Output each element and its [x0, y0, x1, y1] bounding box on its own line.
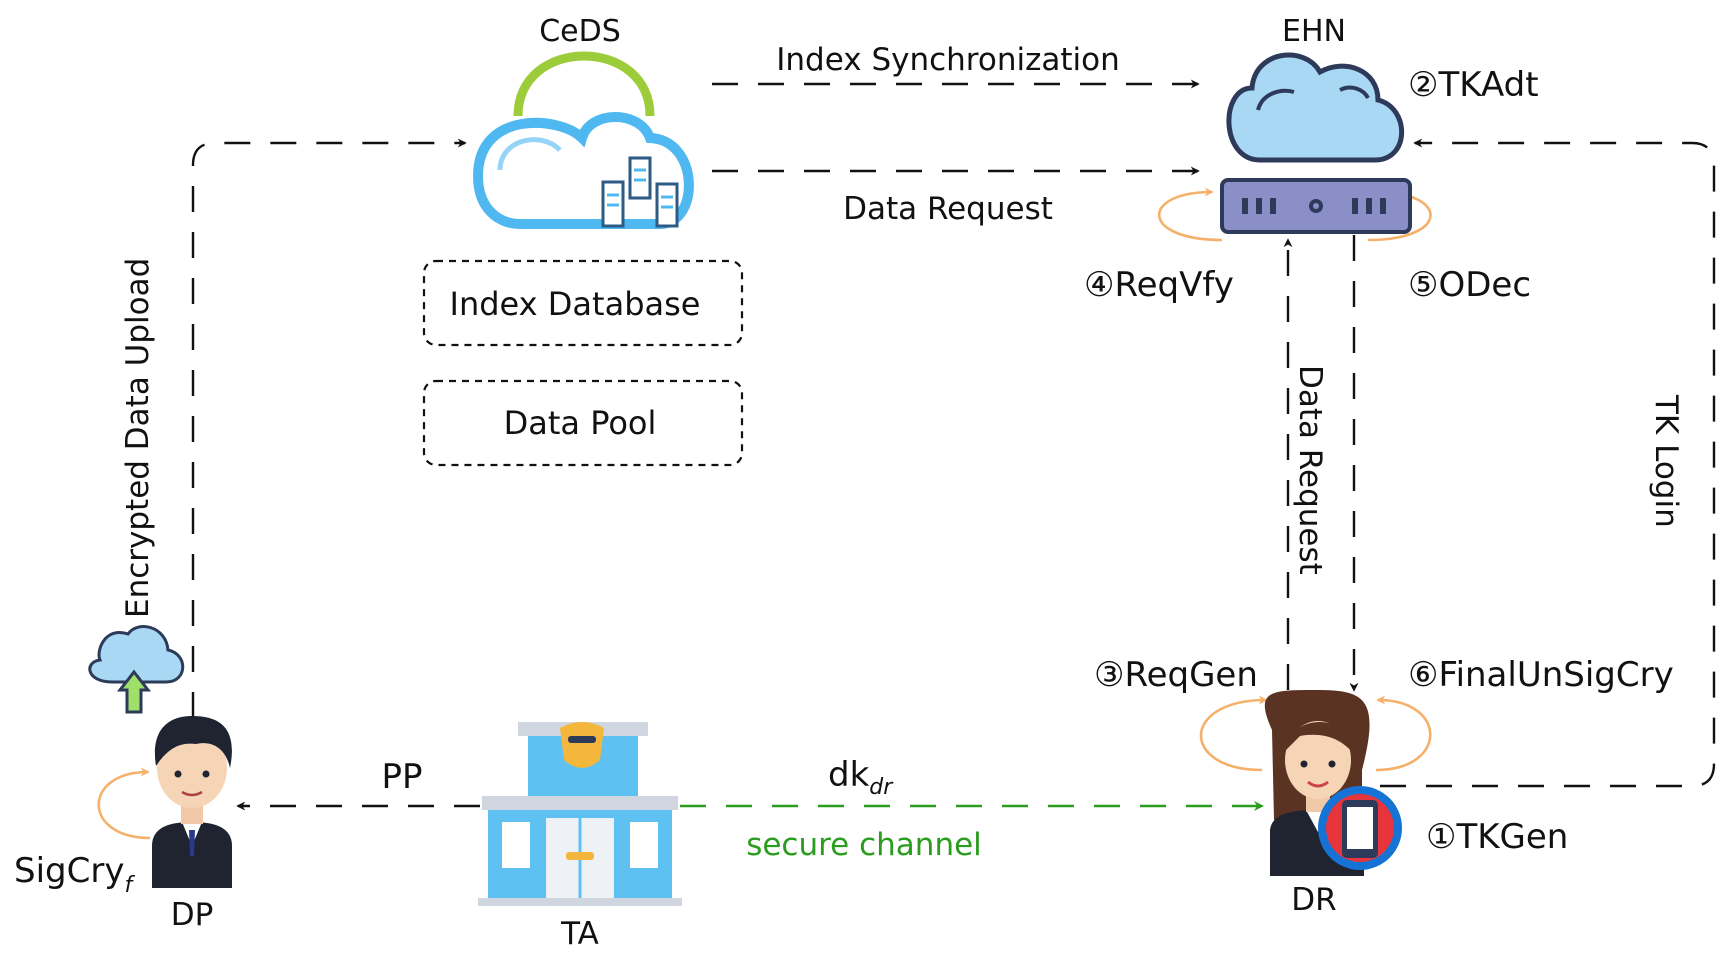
index-database-label: Index Database	[450, 285, 701, 323]
edge-encrypted-upload	[191, 138, 467, 718]
edge-pp-label: PP	[381, 757, 422, 797]
loop-reqvfy	[1157, 187, 1223, 242]
edge-tk-login	[1380, 138, 1716, 788]
step-3-label: ③ReqGen	[1094, 655, 1258, 695]
sigcry-main-text: SigCry	[14, 851, 124, 891]
step-5-label: ⑤ODec	[1408, 265, 1531, 305]
dp-label: DP	[171, 897, 214, 933]
step-2-label: ②TKAdt	[1408, 65, 1539, 105]
loop-finalunsigcry	[1375, 695, 1432, 772]
step-6-label: ⑥FinalUnSigCry	[1408, 655, 1674, 695]
step-4-label: ④ReqVfy	[1084, 265, 1234, 305]
connectors	[191, 79, 1716, 811]
edge-secure-channel-label: secure channel	[746, 827, 982, 863]
cloud-upload-icon	[88, 625, 185, 714]
dk-main-text: dk	[828, 755, 870, 795]
dr-label: DR	[1291, 882, 1336, 918]
edge-index-sync-label: Index Synchronization	[776, 42, 1120, 78]
loop-reqgen	[1199, 695, 1268, 772]
dk-subscript: dr	[869, 775, 894, 800]
server-icon	[1220, 178, 1412, 234]
edge-data-request-top-label: Data Request	[843, 191, 1053, 227]
edge-encrypted-upload-label: Encrypted Data Upload	[120, 258, 156, 618]
sigcry-subscript: f	[124, 873, 135, 898]
loop-sigcry	[97, 767, 151, 840]
ehn-label: EHN	[1282, 14, 1346, 49]
edge-data-request-vertical-label: Data Request	[1292, 365, 1328, 575]
police-building-icon	[478, 722, 682, 906]
edge-dk-label: dkdr	[828, 755, 894, 800]
ta-label: TA	[560, 916, 599, 952]
cloud-server-icon	[472, 51, 694, 229]
index-database-box	[422, 259, 744, 347]
smartphone-icon	[1318, 786, 1402, 870]
sigcry-label: SigCryf	[14, 851, 135, 898]
data-pool-box	[422, 379, 744, 467]
step-1-label: ①TKGen	[1426, 817, 1568, 857]
data-pool-label: Data Pool	[504, 404, 657, 442]
ceds-label: CeDS	[539, 14, 621, 49]
edge-tk-login-label: TK Login	[1648, 394, 1684, 528]
self-loops	[97, 187, 1432, 840]
cloud-icon	[1226, 52, 1405, 163]
man-avatar-icon	[152, 716, 232, 888]
